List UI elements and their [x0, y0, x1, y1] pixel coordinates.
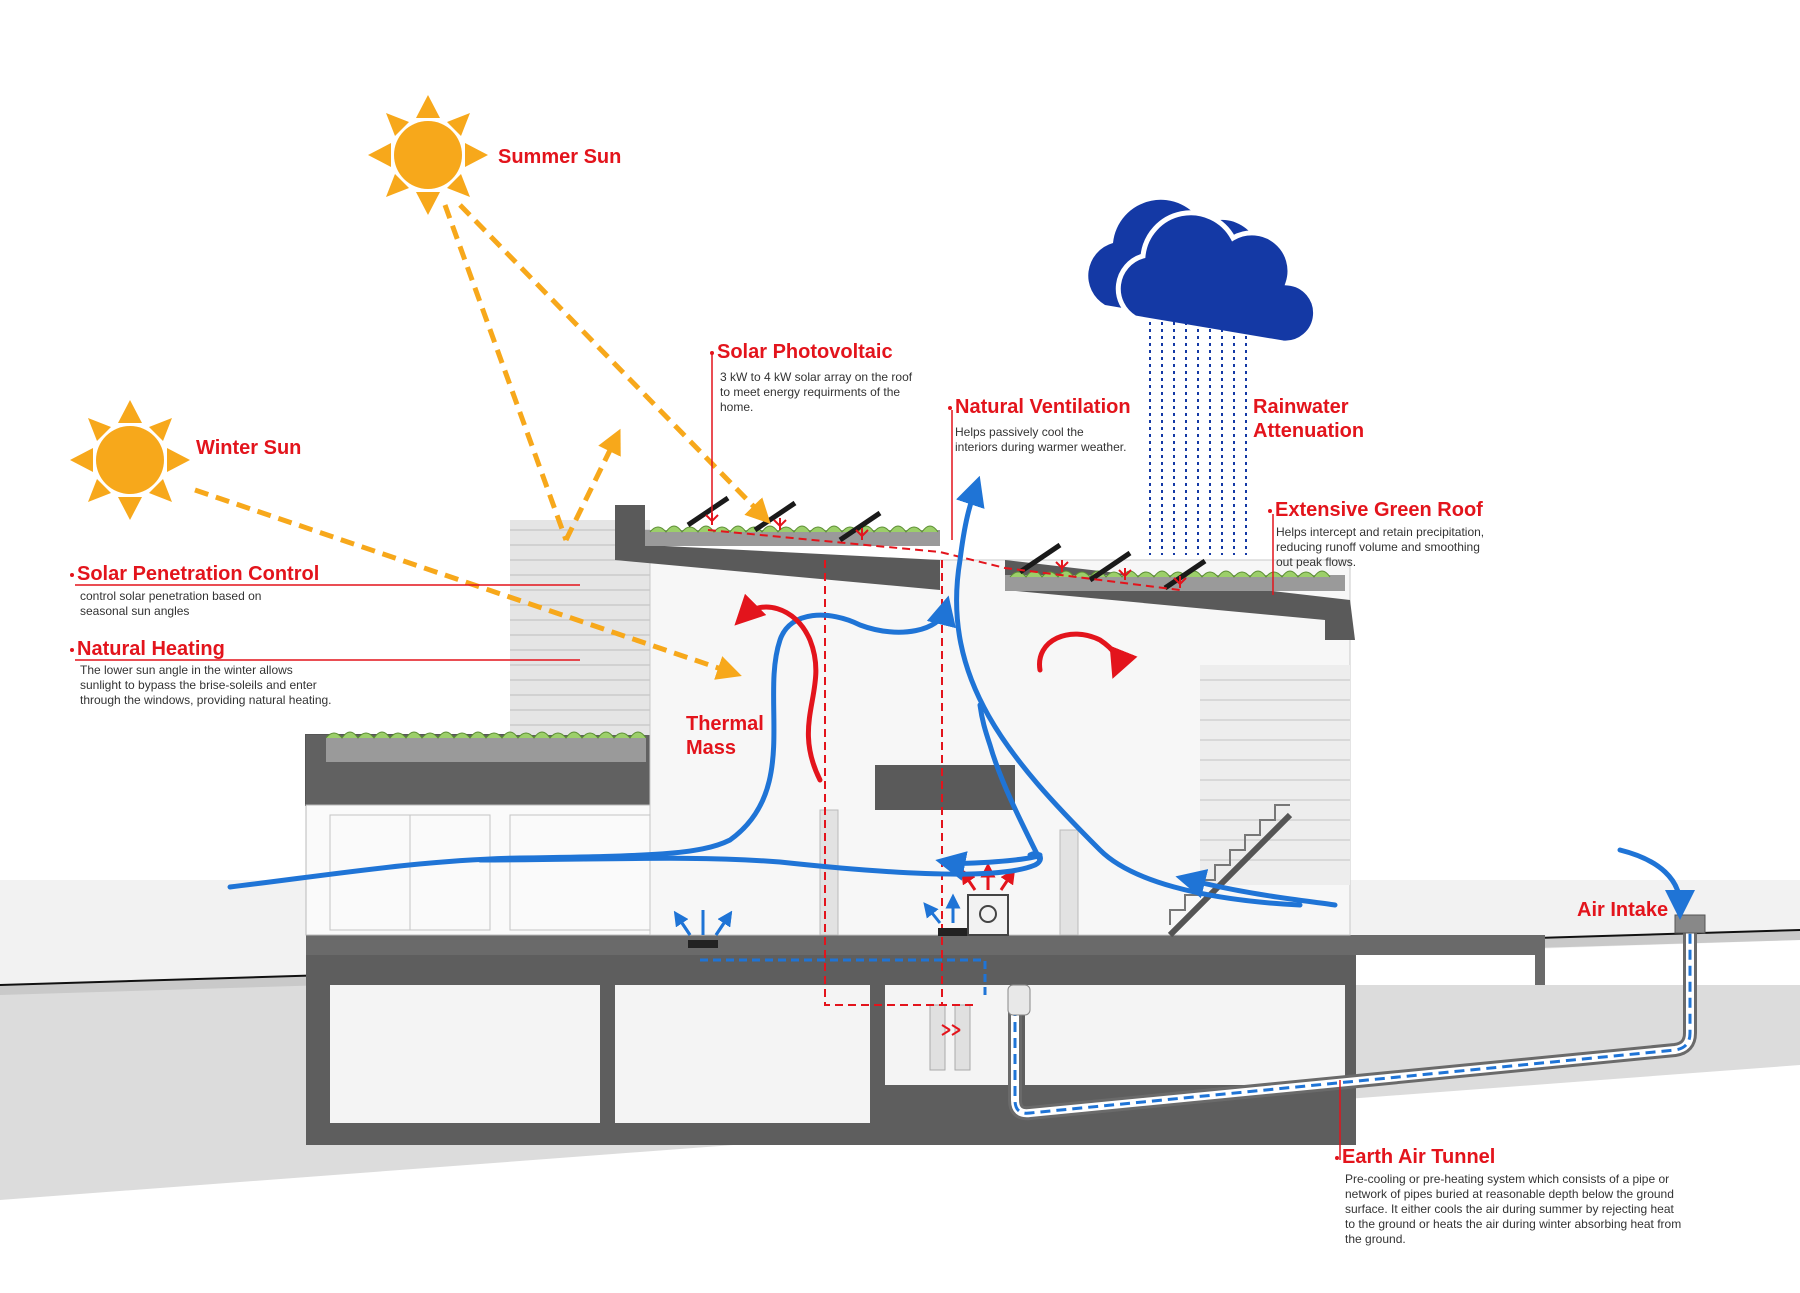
rain-cloud-icon	[1088, 199, 1319, 555]
thermal-mass-line-2: Mass	[686, 737, 737, 759]
leader-lines	[75, 352, 1341, 1160]
green-roof-title: Extensive Green Roof	[1268, 498, 1483, 522]
pv-inverter-arrows	[941, 1024, 961, 1036]
natural-ventilation-title-text: Natural Ventilation	[955, 396, 1131, 418]
solar-penetration-title-text: Solar Penetration Control	[77, 563, 320, 585]
desc-line: Helps intercept and retain precipitation…	[1276, 525, 1485, 539]
solar-penetration-title: Solar Penetration Control	[70, 562, 319, 586]
earth-air-tunnel-title-text: Earth Air Tunnel	[1342, 1146, 1496, 1168]
air-flow-arrows	[227, 475, 1695, 920]
solar-pv-description: 3 kW to 4 kW solar array on the roof to …	[720, 370, 940, 415]
solar-pv-title-text: Solar Photovoltaic	[717, 341, 893, 363]
bullet-dot	[1335, 1155, 1339, 1160]
desc-line: network of pipes buried at reasonable de…	[1345, 1187, 1674, 1201]
thermal-mass-label: Thermal Mass	[686, 712, 764, 760]
desc-line: seasonal sun angles	[80, 604, 190, 618]
bullet-dot	[948, 405, 952, 410]
bullet-dot	[70, 647, 74, 652]
desc-line: Helps passively cool the	[955, 425, 1084, 439]
rainwater-line-2: Attenuation	[1253, 420, 1365, 442]
natural-heating-title-text: Natural Heating	[77, 638, 225, 660]
bullet-dot	[70, 572, 74, 577]
natural-heating-description: The lower sun angle in the winter allows…	[80, 663, 380, 708]
desc-line: sunlight to bypass the brise-soleils and…	[80, 678, 317, 692]
solar-pv-title: Solar Photovoltaic	[710, 340, 893, 364]
green-roof-description: Helps intercept and retain precipitation…	[1276, 525, 1516, 570]
desc-line: the ground.	[1345, 1232, 1406, 1246]
desc-line: reducing runoff volume and smoothing	[1276, 540, 1480, 554]
natural-heating-title: Natural Heating	[70, 637, 225, 661]
fireplace-icon	[960, 862, 1016, 936]
solar-penetration-description: control solar penetration based on seaso…	[80, 589, 340, 619]
natural-ventilation-title: Natural Ventilation	[948, 395, 1131, 419]
earth-air-tunnel-title: Earth Air Tunnel	[1335, 1145, 1495, 1169]
desc-line: out peak flows.	[1276, 555, 1357, 569]
solar-panels	[686, 495, 1207, 591]
desc-line: through the windows, providing natural h…	[80, 693, 332, 707]
basement	[306, 955, 1356, 1145]
desc-line: interiors during warmer weather.	[955, 440, 1127, 454]
winter-sun-icon	[70, 400, 190, 520]
desc-line: home.	[720, 400, 754, 414]
thermal-arrows	[734, 593, 1138, 783]
desc-line: to meet energy requirments of the	[720, 385, 901, 399]
desc-line: control solar penetration based on	[80, 589, 262, 603]
summer-sun-label: Summer Sun	[498, 146, 622, 168]
rainwater-attenuation-label: Rainwater Attenuation	[1253, 395, 1364, 443]
earth-air-tunnel	[700, 914, 1706, 1121]
desc-line: Pre-cooling or pre-heating system which …	[1345, 1172, 1670, 1186]
air-intake-label: Air Intake	[1577, 899, 1669, 921]
bullet-dot	[710, 350, 714, 355]
natural-ventilation-description: Helps passively cool the interiors durin…	[955, 425, 1175, 455]
desc-line: surface. It either cools the air during …	[1345, 1202, 1674, 1216]
thermal-mass-line-1: Thermal	[686, 713, 764, 735]
rainwater-line-1: Rainwater	[1253, 396, 1349, 418]
winter-sun-label: Winter Sun	[196, 437, 302, 459]
floor-vents	[673, 893, 968, 948]
green-roof-title-text: Extensive Green Roof	[1275, 499, 1483, 521]
earth-air-tunnel-description: Pre-cooling or pre-heating system which …	[1345, 1172, 1725, 1247]
desc-line: 3 kW to 4 kW solar array on the roof	[720, 370, 913, 384]
desc-line: to the ground or heats the air during wi…	[1345, 1217, 1682, 1231]
bullet-dot	[1268, 508, 1272, 513]
staircase	[1167, 804, 1293, 938]
summer-sun-icon	[368, 95, 488, 215]
desc-line: The lower sun angle in the winter allows	[80, 663, 293, 677]
